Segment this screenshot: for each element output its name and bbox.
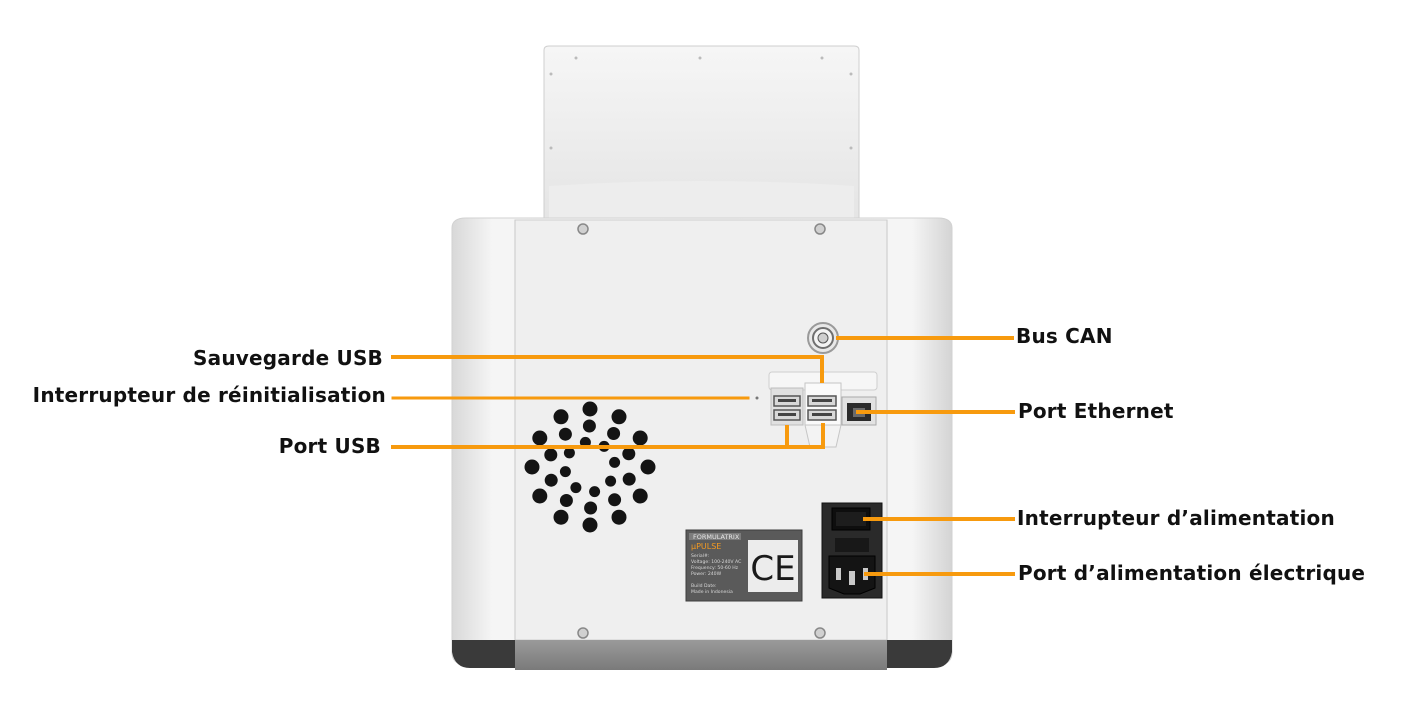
vent-hole <box>544 473 558 487</box>
vent-hole <box>640 459 656 475</box>
vent-hole <box>524 459 540 475</box>
vent-hole <box>609 456 621 468</box>
iec-inlet-icon <box>828 538 876 595</box>
reset-pinhole-icon <box>755 396 759 400</box>
label-port-usb: Port USB <box>278 434 381 458</box>
vent-hole <box>558 427 572 441</box>
vent-hole <box>559 466 571 478</box>
vent-hole <box>553 409 569 425</box>
nameplate-line: Voltage: 100-240V AC <box>691 559 741 565</box>
device-lid <box>543 45 860 226</box>
vent-hole <box>553 509 569 525</box>
label-interrupteur-alimentation: Interrupteur d’alimentation <box>1017 506 1335 530</box>
vent-hole <box>632 430 648 446</box>
vent-hole <box>563 447 575 459</box>
ce-mark-icon <box>748 540 798 592</box>
vent-hole <box>582 419 596 433</box>
label-port-alimentation: Port d’alimentation électrique <box>1018 561 1366 585</box>
vent-hole <box>608 493 622 507</box>
label-interrupteur-reinitialisation: Interrupteur de réinitialisation <box>32 383 386 407</box>
circular-connector-icon <box>807 322 839 354</box>
label-port-ethernet: Port Ethernet <box>1018 399 1174 423</box>
label-bus-can: Bus CAN <box>1016 324 1113 348</box>
nameplate <box>685 529 803 602</box>
callout-lines <box>391 336 1015 576</box>
vent-hole <box>532 488 548 504</box>
nameplate-build: Build Date: <box>691 583 717 589</box>
nameplate-line: Power: 240W <box>691 571 722 577</box>
vent-hole <box>584 501 598 515</box>
vent-hole <box>589 486 601 498</box>
vent-hole <box>622 472 636 486</box>
callout-line-sauvegarde-usb <box>391 355 824 383</box>
nameplate-origin: Made in Indonesia <box>691 589 733 595</box>
vent-hole <box>570 482 582 494</box>
label-sauvegarde-usb: Sauvegarde USB <box>193 346 383 370</box>
vent-hole <box>607 427 621 440</box>
callout-line-port-usb <box>391 423 825 449</box>
vent-hole <box>611 409 627 425</box>
vent-hole <box>632 488 648 504</box>
vent-hole <box>544 448 558 462</box>
vent-hole <box>582 401 598 417</box>
nameplate-line: Serial#: <box>691 553 710 559</box>
vent-hole <box>532 430 548 446</box>
vent-hole <box>622 447 636 461</box>
power-module <box>821 502 883 599</box>
device-base <box>452 640 952 670</box>
ce-mark: CE <box>750 549 795 589</box>
nameplate-line: Frequency: 50-60 Hz <box>691 565 739 571</box>
vent-hole <box>582 517 598 533</box>
vent-hole <box>611 509 627 525</box>
usb-port-icon <box>773 395 837 421</box>
nameplate-brand: FORMULATRIX <box>693 533 740 541</box>
screw-icon <box>577 223 826 639</box>
ventilation-grille-icon <box>524 401 656 533</box>
vent-hole <box>559 494 573 507</box>
vent-hole <box>605 475 617 487</box>
nameplate-product: µPULSE <box>691 542 721 551</box>
